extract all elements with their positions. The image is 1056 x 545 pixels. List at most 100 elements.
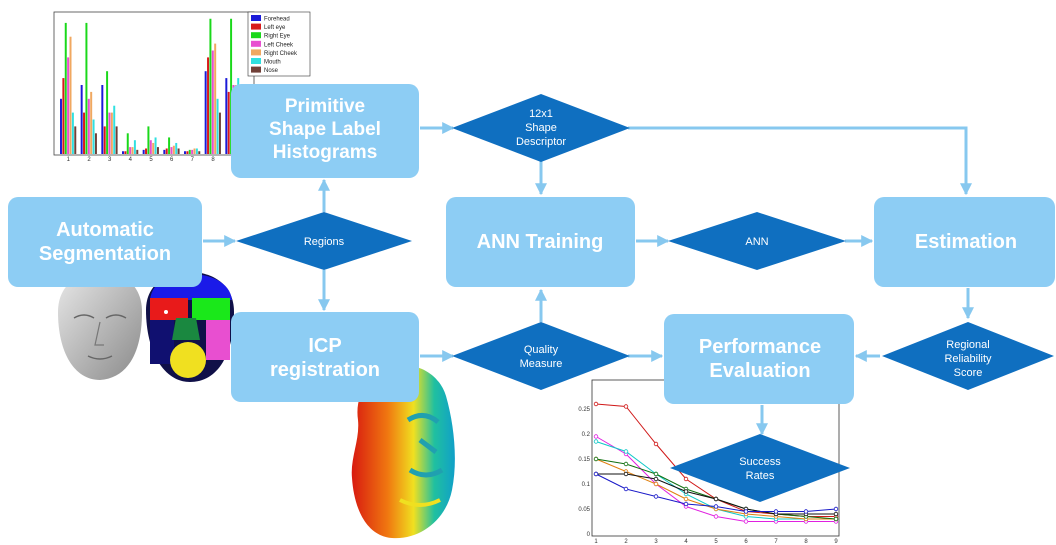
legend-swatch [251,32,261,39]
line-y-tick: 0.25 [578,407,590,413]
line-point [773,509,779,514]
primitive-label-1: Primitive [285,96,365,117]
histogram-bar [136,149,139,154]
histogram-bar [115,126,118,154]
legend-swatch [251,58,261,64]
line-point [683,489,689,494]
ann-label: ANN [745,236,768,248]
histogram-x-tick: 5 [149,157,153,163]
performance-label-1: Performance [699,336,821,358]
line-x-tick: 6 [744,539,748,545]
legend-label: Right Cheek [264,51,298,57]
line-point [683,496,689,502]
heatmap-face-image [351,365,455,539]
histogram-bar [113,105,116,154]
histogram-x-tick: 3 [108,157,112,163]
line-x-tick: 7 [774,539,778,545]
line-point [743,509,749,514]
line-point [653,494,659,499]
line-point [803,509,809,514]
histogram-bar [85,22,88,155]
primitive-label-3: Histograms [273,142,378,163]
segmented-face-image [146,272,234,382]
line-point [683,501,689,507]
line-chart-y-ticks: 00.050.10.150.20.25 [578,407,590,538]
histogram-bar [142,149,145,154]
legend-swatch [251,23,261,30]
quality-measure-diamond: Quality Measure [452,322,630,390]
histogram-bar [204,71,207,154]
histogram-bar [87,98,90,154]
success-label-2: Rates [746,470,775,482]
line-point [713,504,719,509]
line-point [623,471,629,477]
grey-face-image [58,272,142,380]
legend-swatch [251,66,261,73]
line-x-tick: 5 [714,539,718,545]
histogram-bar [62,78,65,154]
line-point [833,506,839,512]
legend-swatch [251,40,261,47]
histogram-bar [165,148,168,154]
histogram-bar [195,148,198,154]
histogram-bar [124,151,127,154]
histogram-bar [108,112,111,154]
automatic-segmentation-box: Automatic Segmentation [8,197,202,287]
line-point [653,476,659,482]
connectors [203,122,974,436]
histogram-bar [163,149,166,154]
histogram-x-tick: 4 [129,157,133,163]
ann-training-label: ANN Training [477,231,604,253]
regions-diamond: Regions [236,212,412,270]
line-point [623,461,629,467]
success-label-1: Success [739,456,781,468]
histogram-bar [129,147,132,154]
line-point [623,404,629,409]
histogram-bar [172,145,175,154]
shape-descriptor-diamond: 12x1 Shape Descriptor [452,94,630,162]
line-x-tick: 8 [804,539,808,545]
line-point [653,471,659,477]
primitive-label-2: Shape Label [269,119,381,140]
histogram-bar [198,151,201,154]
histogram-bar [122,151,124,154]
histogram-bar [126,133,129,154]
line-point [713,496,719,502]
line-point [743,519,749,524]
line-y-tick: 0 [587,532,591,538]
histogram-bar [83,112,86,154]
icp-label-2: registration [270,359,380,381]
line-x-tick: 3 [654,539,658,545]
line-point [833,516,839,522]
histogram-bar [168,137,171,154]
histogram-bar [214,43,217,154]
histogram-bar [106,71,109,154]
legend-label: Right Eye [264,34,291,40]
line-point [653,481,659,487]
histogram-bar [218,112,221,154]
estimation-box: Estimation [874,197,1055,287]
line-x-tick: 1 [594,539,598,545]
histogram-bar [80,85,83,154]
line-point [623,449,629,454]
histogram-bar [60,98,62,154]
legend-label: Left eye [264,25,286,31]
line-chart-series [593,401,839,524]
histogram-bar [207,57,210,154]
histogram-bar [152,142,155,154]
line-point [593,401,599,407]
histogram-bar [131,147,134,154]
histogram-bar [211,50,214,154]
histogram-bar [184,151,186,154]
line-y-tick: 0.1 [582,482,591,488]
legend-label: Left Cheek [264,42,294,48]
regional-reliability-score-diamond: Regional Reliability Score [882,322,1054,390]
regions-label: Regions [304,236,345,248]
histogram-bar [145,148,148,154]
line-point [653,441,659,447]
segmentation-label-2: Segmentation [39,243,171,265]
histogram-bar [156,147,159,154]
